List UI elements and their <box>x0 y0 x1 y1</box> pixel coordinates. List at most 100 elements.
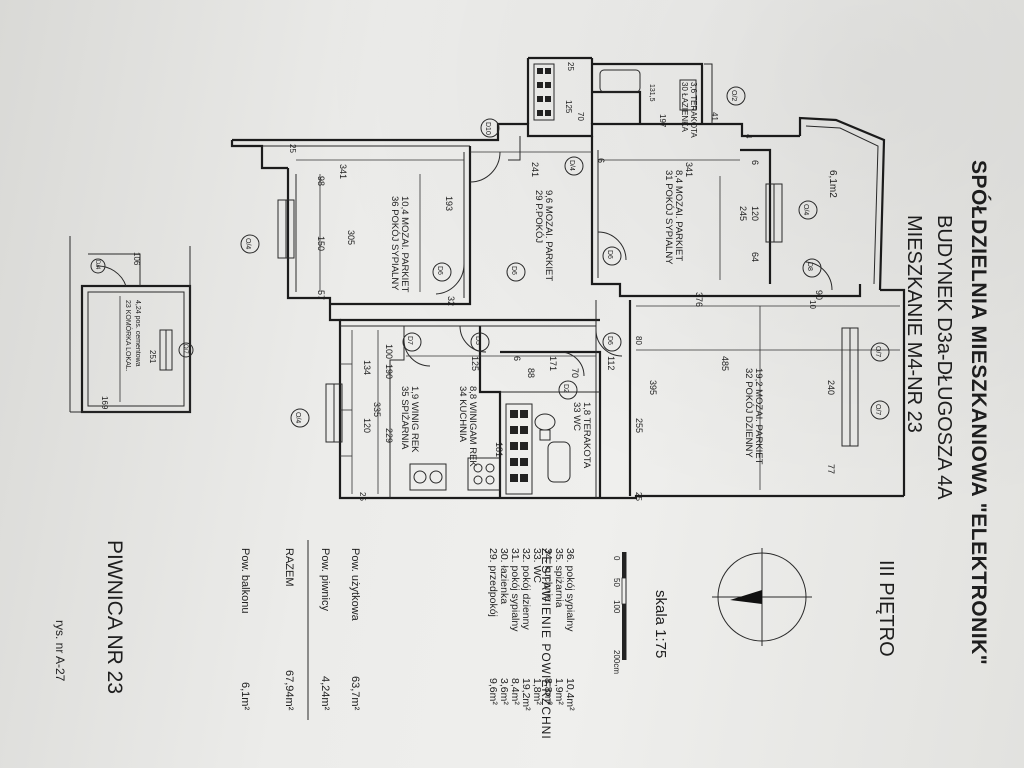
window-tag: O/7 <box>874 404 881 415</box>
basement-title: PIWNICA NR 23 <box>103 540 126 694</box>
dimension-label: 6 <box>750 160 760 165</box>
washbasin-icon <box>547 441 571 483</box>
basement-window-tag: O/7 <box>182 344 188 354</box>
dimension-label: 6 <box>596 158 606 163</box>
dimension-label: 120 <box>750 206 760 221</box>
dimension-label: 125 <box>470 356 480 371</box>
dimension-label: 112 <box>606 356 616 370</box>
summary-row-name: 34. kuchnia <box>542 548 554 602</box>
door-tag: D5 <box>474 336 481 345</box>
summary-row-area: 8,8m² <box>542 678 554 705</box>
dimension-label: 80 <box>634 336 643 345</box>
window-tag: O/4 <box>802 204 809 215</box>
dimension-label: 245 <box>738 206 748 221</box>
apartment-title: MIESZKANIE M4-NR 23 <box>903 215 925 433</box>
dimension-label: 25 <box>358 492 367 501</box>
scale-bar <box>621 552 627 660</box>
dimension-label: 150 <box>316 236 326 251</box>
door-tag: D10 <box>484 122 491 135</box>
door-swings <box>403 151 833 377</box>
summary-row-name: 33. WC <box>531 548 543 583</box>
floor-title: III PIĘTRO <box>875 560 897 657</box>
summary-row-name: 31. pokój sypialny <box>509 548 521 632</box>
usable-area-value: 63,7m² <box>349 676 361 711</box>
room-floor-33: 1,8 TERAKOTA <box>581 402 592 469</box>
dimension-label: 193 <box>444 196 454 211</box>
door-tag: D6 <box>606 250 613 259</box>
windows <box>277 79 859 447</box>
door-tag: D6 <box>436 266 443 275</box>
usable-area-label: Pow. użytkowa <box>349 548 361 622</box>
scale-tick: 50 <box>612 578 621 587</box>
summary-row-name: 29. przedpokój <box>487 548 499 617</box>
dimension-label: 88 <box>526 368 536 378</box>
room-label-30: 30 ŁAZIENKA <box>680 82 689 132</box>
basement-room-label: 23 KOMÓRKA LOKAL. <box>124 300 133 372</box>
summary-row-name: 32. pokój dzienny <box>520 548 532 630</box>
drawing-reference: rys. nr A-27 <box>53 620 67 682</box>
scale-tick: 0 <box>612 556 621 561</box>
dimension-label: 255 <box>634 418 644 433</box>
door-tag: D8 <box>806 262 813 271</box>
room-label-33: 33 WC <box>571 402 582 431</box>
dimension-label: 70 <box>576 112 585 121</box>
summary-row-area: 10,4m² <box>564 678 576 711</box>
dimension-label: 120 <box>362 418 372 433</box>
room-label-31: 31 POKÓJ SYPIALNY <box>663 170 674 265</box>
room-floor-32: 19,2 MOZAI. PARKIET <box>753 368 764 465</box>
summary-row-area: 8,4m² <box>509 678 521 705</box>
basement-dimension: 169 <box>100 396 109 410</box>
dimension-label: 341 <box>338 164 348 179</box>
north-compass-icon <box>712 548 812 646</box>
summary-row-area: 3,6m² <box>498 678 510 705</box>
balcony-area-label: Pow. balkonu <box>239 548 251 613</box>
room-floor-36: 10,4 MOZAI. PARKIET <box>399 196 410 293</box>
basement-room-floor: 4,24 pos. cementowa <box>134 300 141 367</box>
summary-row-area: 1,8m² <box>531 678 543 705</box>
dimension-lines <box>296 151 900 494</box>
total-area-value: 67,94m² <box>283 670 295 711</box>
dimension-label: 32 <box>446 296 456 306</box>
cooperative-title: SPÓŁDZIELNIA MIESZKANIOWA "ELEKTRONIK" <box>967 160 991 665</box>
door-tag: D6 <box>510 266 517 275</box>
stove-icon <box>467 457 501 491</box>
room-floor-31: 8,4 MOZAI. PARKIET <box>673 170 684 261</box>
room-floor-35: 1,9 WINIG REK <box>409 386 420 453</box>
room-label-35: 35 SPIŻARNIA <box>399 386 410 450</box>
dimension-label: 395 <box>648 380 658 395</box>
window-tag: O/4 <box>294 412 301 423</box>
dimension-label: 25 <box>288 144 297 153</box>
dimension-label: 240 <box>826 380 836 395</box>
dimension-label: 90 <box>814 290 824 300</box>
room-floor-29: 9,6 MOZAI. PARKIET <box>543 190 554 281</box>
summary-row-name: 35. spiżarnia <box>553 548 565 608</box>
dimension-label: 229 <box>384 428 394 443</box>
dimension-label: 77 <box>826 464 836 474</box>
basement-door-tag: D/4 <box>94 260 100 270</box>
door-tag: D2 <box>562 384 569 393</box>
dimension-label: 241 <box>530 162 540 177</box>
total-area-label: RAZEM <box>283 548 295 587</box>
tag-markers <box>240 86 890 428</box>
dimension-label: 197 <box>658 114 667 128</box>
basement-area-value: 4,24m² <box>319 676 331 711</box>
dimension-label: 57 <box>316 290 326 300</box>
balcony-area: 6,1m2 <box>827 170 838 198</box>
summary-row-name: 30. łazienka <box>498 548 510 604</box>
dimension-label: 171 <box>548 356 558 371</box>
dimension-label: 70 <box>570 368 580 378</box>
dimension-label: 4 <box>744 134 753 139</box>
dimension-label: 98 <box>316 176 326 186</box>
toilet-icon <box>534 413 556 441</box>
dimension-label: 134 <box>362 360 372 375</box>
dimension-label: 305 <box>346 230 356 245</box>
window-tag: O/2 <box>730 90 737 101</box>
basement-area-label: Pow. piwnicy <box>319 548 331 611</box>
kitchen-sink-icon <box>409 463 447 491</box>
room-label-32: 32 POKÓJ DZIENNY <box>743 368 754 458</box>
scale-tick: 200cm <box>612 650 621 674</box>
dimension-label: 25 <box>566 62 575 71</box>
dimension-label: 131,5 <box>648 84 655 102</box>
